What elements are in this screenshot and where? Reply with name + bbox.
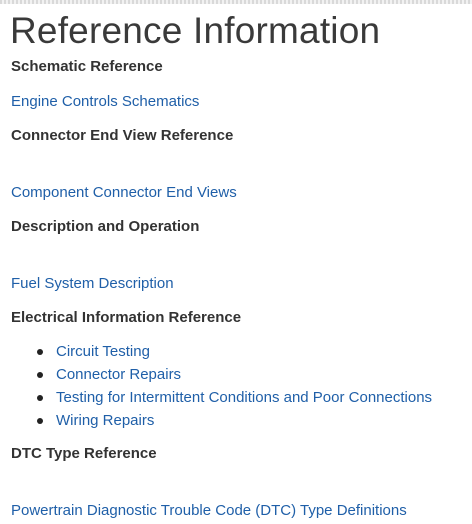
list-item: Wiring Repairs [0,409,432,432]
fuel-system-description-link[interactable]: Fuel System Description [11,275,174,292]
connector-end-view-reference-heading: Connector End View Reference [11,127,234,144]
electrical-reference-list: Circuit Testing Connector Repairs Testin… [0,340,432,432]
bullet-icon [37,349,43,355]
wiring-repairs-link[interactable]: Wiring Repairs [56,412,155,429]
schematic-reference-heading: Schematic Reference [11,58,163,75]
bullet-icon [37,418,43,424]
page-title: Reference Information [10,10,381,51]
list-item: Circuit Testing [0,340,432,363]
engine-controls-schematics-link[interactable]: Engine Controls Schematics [11,93,200,110]
description-and-operation-heading: Description and Operation [11,218,200,235]
bullet-icon [37,395,43,401]
list-item: Testing for Intermittent Conditions and … [0,386,432,409]
list-item: Connector Repairs [0,363,432,386]
electrical-information-reference-heading: Electrical Information Reference [11,309,242,326]
dtc-type-definitions-link[interactable]: Powertrain Diagnostic Trouble Code (DTC)… [11,502,407,519]
testing-intermittent-conditions-link[interactable]: Testing for Intermittent Conditions and … [56,389,433,406]
component-connector-end-views-link[interactable]: Component Connector End Views [11,184,237,201]
bullet-icon [37,372,43,378]
circuit-testing-link[interactable]: Circuit Testing [56,343,150,360]
top-border [0,0,472,4]
connector-repairs-link[interactable]: Connector Repairs [56,366,182,383]
dtc-type-reference-heading: DTC Type Reference [11,445,157,462]
